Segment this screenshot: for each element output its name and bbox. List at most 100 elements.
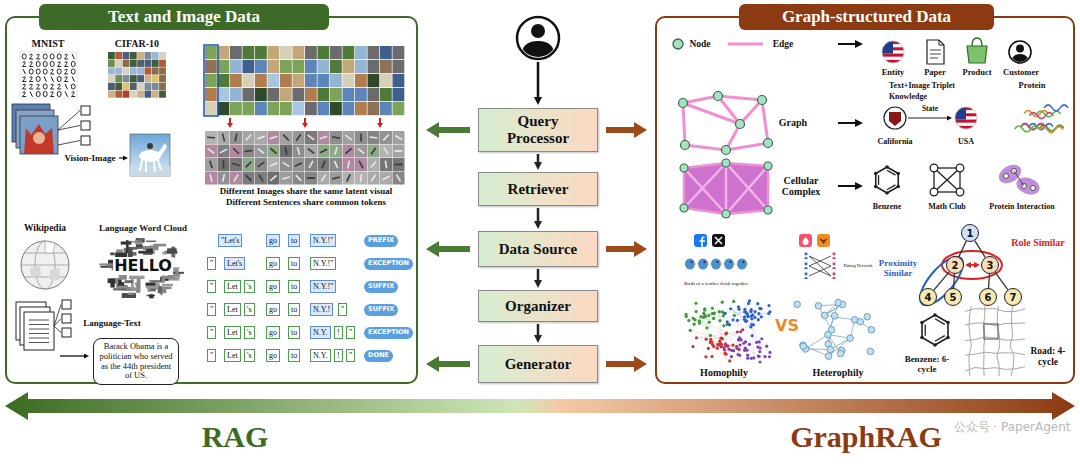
image-strip: [368, 60, 380, 73]
social-icons: [803, 237, 809, 245]
figure-label: Protein: [1019, 81, 1046, 91]
image-strip: [230, 74, 242, 87]
filter-bank: [380, 145, 392, 158]
filter-bank: [343, 145, 355, 158]
homophily-network: [768, 355, 771, 358]
knowledge-triplet: [955, 120, 977, 123]
homophily-network: [705, 338, 708, 341]
mnist-grid: [57, 69, 61, 74]
filter-bank: [230, 131, 242, 144]
heterophily-network: [800, 343, 807, 350]
homophily-network: [723, 352, 726, 355]
road-network: [969, 306, 971, 376]
image-strip: [243, 46, 255, 59]
filter-bank: [246, 162, 252, 168]
image-strip: [355, 60, 367, 73]
token-text: to: [291, 350, 297, 361]
homophily-network: [767, 304, 770, 307]
social-icons: [694, 234, 830, 247]
entity-icons: [1016, 45, 1024, 53]
wikipedia-globe: [45, 241, 55, 253]
connector-arrow: [975, 241, 985, 258]
filter-bank: [318, 158, 330, 171]
node-number: 2: [952, 260, 959, 271]
homophily-network: [723, 312, 726, 315]
token-text: go: [269, 235, 277, 246]
cifar-grid: [159, 60, 166, 67]
image-strip: [330, 60, 342, 73]
filter-bank: [223, 161, 225, 169]
graph-sample: [679, 99, 688, 108]
homophily-network: [745, 311, 748, 314]
pipeline-box: Generator: [478, 345, 598, 383]
filter-bank: [305, 131, 317, 144]
mnist-grid: [51, 77, 54, 82]
homophily-network: [731, 343, 734, 346]
social-icons: [694, 234, 707, 247]
entity-icons: [882, 41, 904, 63]
node-number: 5: [950, 292, 957, 303]
image-strip: [355, 88, 367, 101]
token-box: ": [346, 349, 355, 362]
token-box: go: [266, 257, 280, 270]
mnist-grid: [30, 54, 34, 59]
graph-sample: [762, 100, 768, 143]
image-strip: [380, 88, 392, 101]
cifar-grid: [130, 75, 137, 82]
filter-bank: [218, 145, 230, 158]
dating-network: [832, 267, 836, 269]
similarity-ellipses: [913, 250, 970, 311]
benzene-cycle: [920, 336, 924, 340]
cellular-complex: [764, 162, 772, 170]
benzene-cycle: [933, 313, 937, 317]
homophily-network: [765, 345, 768, 348]
homophily-network: [694, 302, 697, 305]
watermark: 公众号 · PaperAgent: [954, 421, 1071, 434]
connector-arrow: [959, 241, 966, 257]
image-strip: [318, 102, 330, 115]
image-strip: [379, 118, 381, 123]
filter-bank: [210, 161, 212, 169]
cifar-grid: [123, 60, 130, 67]
image-strip: [330, 88, 342, 101]
cifar-grid: [152, 83, 159, 90]
vision-image-stack: [58, 141, 80, 146]
token-box: 's: [244, 349, 255, 362]
heterophily-network: [825, 353, 832, 360]
image-strip: [380, 46, 392, 59]
filter-bank: [393, 158, 405, 171]
filter-bank: [285, 147, 286, 155]
dating-network: [804, 252, 807, 255]
filter-bank: [330, 131, 342, 144]
birds-figure: [724, 259, 734, 270]
heterophily-network: [805, 348, 830, 350]
road-network: [997, 306, 1000, 376]
cifar-grid: [145, 52, 152, 59]
filter-bank: [380, 158, 392, 171]
benzene-molecule: [896, 172, 900, 176]
token-box: ": [338, 303, 347, 316]
filter-bank: [343, 172, 355, 185]
token-box: go: [266, 280, 280, 293]
filter-bank: [255, 172, 267, 185]
token-box: ": [346, 326, 355, 339]
image-strip: [330, 74, 342, 87]
image-strip: [268, 60, 280, 73]
graph-node: 1: [961, 224, 979, 242]
cellular-complex: [725, 163, 728, 214]
heterophily-network: [805, 335, 827, 349]
dating-network: [804, 257, 808, 259]
structure-label: Cellular Complex: [774, 175, 829, 197]
image-strip: [218, 102, 230, 115]
token-text: 's: [247, 327, 252, 338]
tag-text: EXCEPTION: [368, 329, 409, 337]
filter-bank: [332, 137, 340, 138]
homophily-network: [705, 326, 708, 329]
homophily-network: [695, 310, 698, 313]
entity-label: USA: [958, 138, 974, 147]
graph-sample: [722, 146, 731, 155]
image-strip: [255, 88, 267, 101]
graph-node: 5: [944, 288, 962, 306]
figure-label: Benzene: [873, 203, 901, 212]
